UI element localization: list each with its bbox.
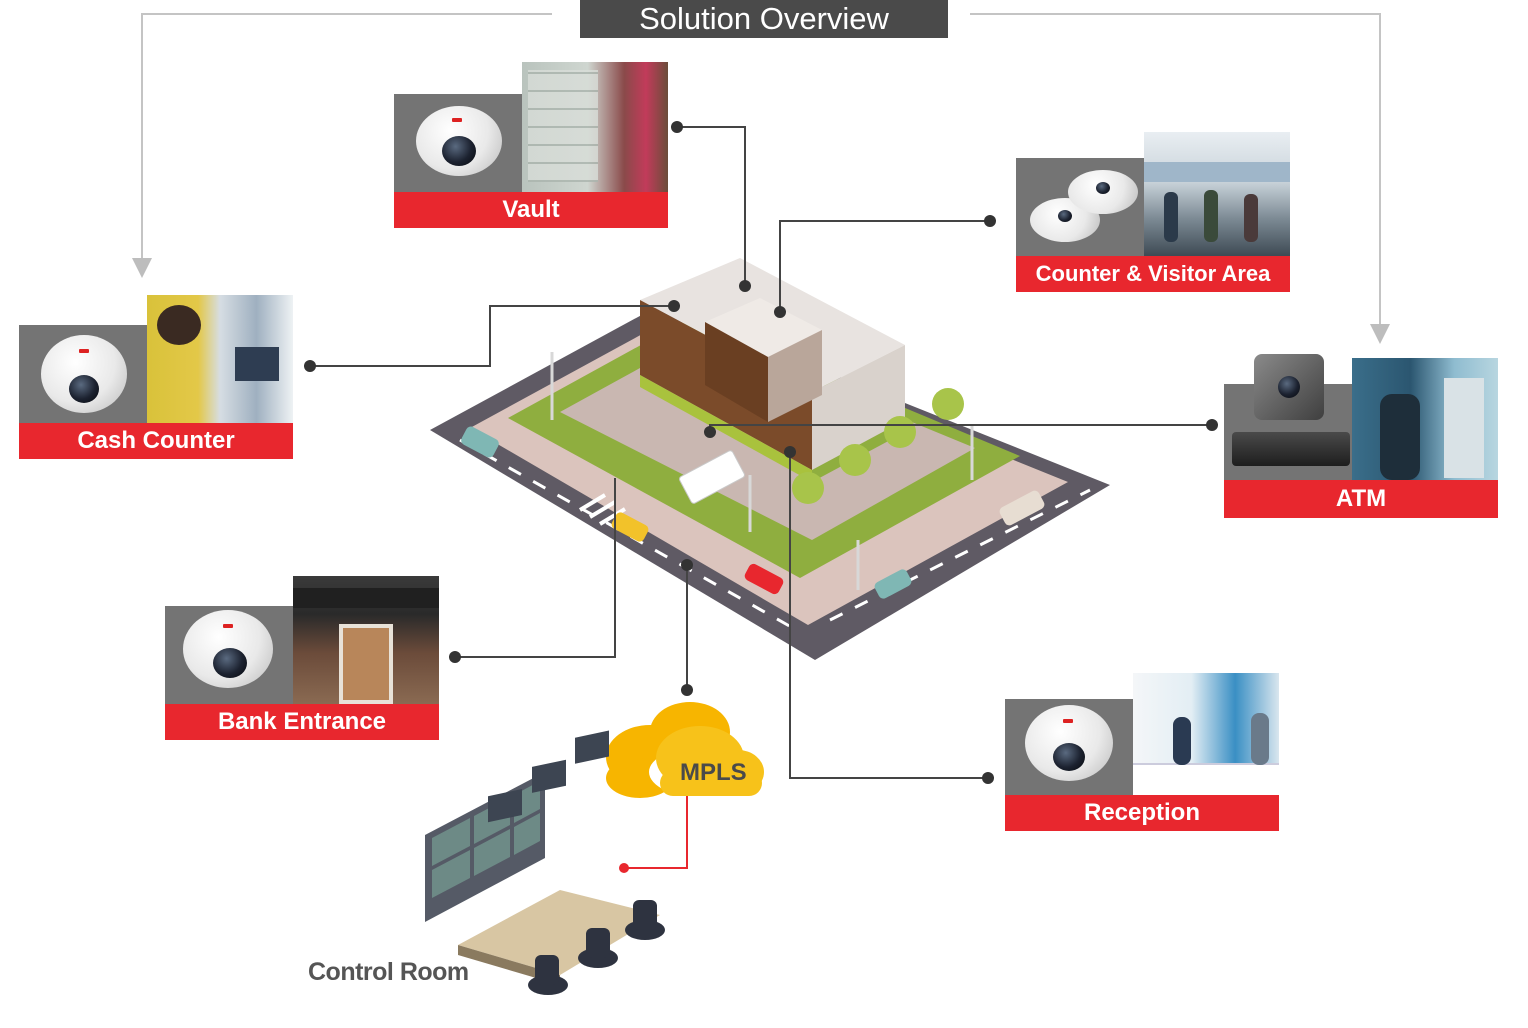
reception-photo xyxy=(1133,673,1279,795)
atm-pinhole-camera-icon xyxy=(1254,354,1324,420)
location-label: Cash Counter xyxy=(19,423,293,459)
camera-thumbnail xyxy=(1224,354,1352,480)
dome-camera-icon xyxy=(41,335,127,413)
control-room-label: Control Room xyxy=(308,958,469,986)
location-card-vault: Vault xyxy=(394,62,668,228)
connector-cash-counter xyxy=(310,305,674,367)
page-title: Solution Overview xyxy=(580,0,948,38)
camera-thumbnail xyxy=(19,325,147,423)
control-room-illustration xyxy=(425,730,665,995)
camera-thumbnail xyxy=(165,606,293,704)
overview-arrow-right xyxy=(970,13,1390,344)
camera-thumbnail xyxy=(394,94,522,192)
location-label: Reception xyxy=(1005,795,1279,831)
connector-reception xyxy=(789,452,988,779)
mpls-cloud-icon xyxy=(606,702,764,798)
connector-bank-entrance xyxy=(455,478,616,658)
cash-counter-photo xyxy=(147,295,293,423)
location-label: Bank Entrance xyxy=(165,704,439,740)
location-label: Counter & Visitor Area xyxy=(1016,256,1290,292)
overview-arrow-left xyxy=(132,13,552,278)
counter-visitor-photo xyxy=(1144,132,1290,256)
camera-thumbnail xyxy=(1005,699,1133,795)
location-label: ATM xyxy=(1224,480,1498,518)
bank-building-illustration xyxy=(430,258,1110,660)
node-reception xyxy=(982,772,994,784)
dome-camera-icon xyxy=(183,610,273,688)
node-vault xyxy=(671,121,683,133)
bank-entrance-photo xyxy=(293,576,439,704)
vault-photo xyxy=(522,62,668,192)
location-label: Vault xyxy=(394,192,668,228)
location-card-reception: Reception xyxy=(1005,673,1279,831)
dome-camera-icon xyxy=(1025,705,1113,781)
mpls-label: MPLS xyxy=(680,759,747,786)
atm-photo xyxy=(1352,358,1498,480)
location-card-counter-visitor: Counter & Visitor Area xyxy=(1016,132,1290,292)
node-cash-counter xyxy=(304,360,316,372)
node-counter-visitor xyxy=(984,215,996,227)
node-bank-entrance xyxy=(449,651,461,663)
fisheye-camera-icon xyxy=(1068,170,1138,214)
dvr-unit-icon xyxy=(1232,432,1350,466)
connector-control-room xyxy=(624,796,688,869)
connector-counter-visitor xyxy=(779,220,990,312)
node-network xyxy=(681,684,693,696)
connector-vault xyxy=(677,126,746,286)
location-card-atm: ATM xyxy=(1224,344,1498,518)
location-card-cash-counter: Cash Counter xyxy=(19,295,293,459)
dome-camera-icon xyxy=(416,106,502,176)
location-card-bank-entrance: Bank Entrance xyxy=(165,576,439,740)
camera-thumbnail xyxy=(1016,158,1144,256)
node-atm xyxy=(1206,419,1218,431)
